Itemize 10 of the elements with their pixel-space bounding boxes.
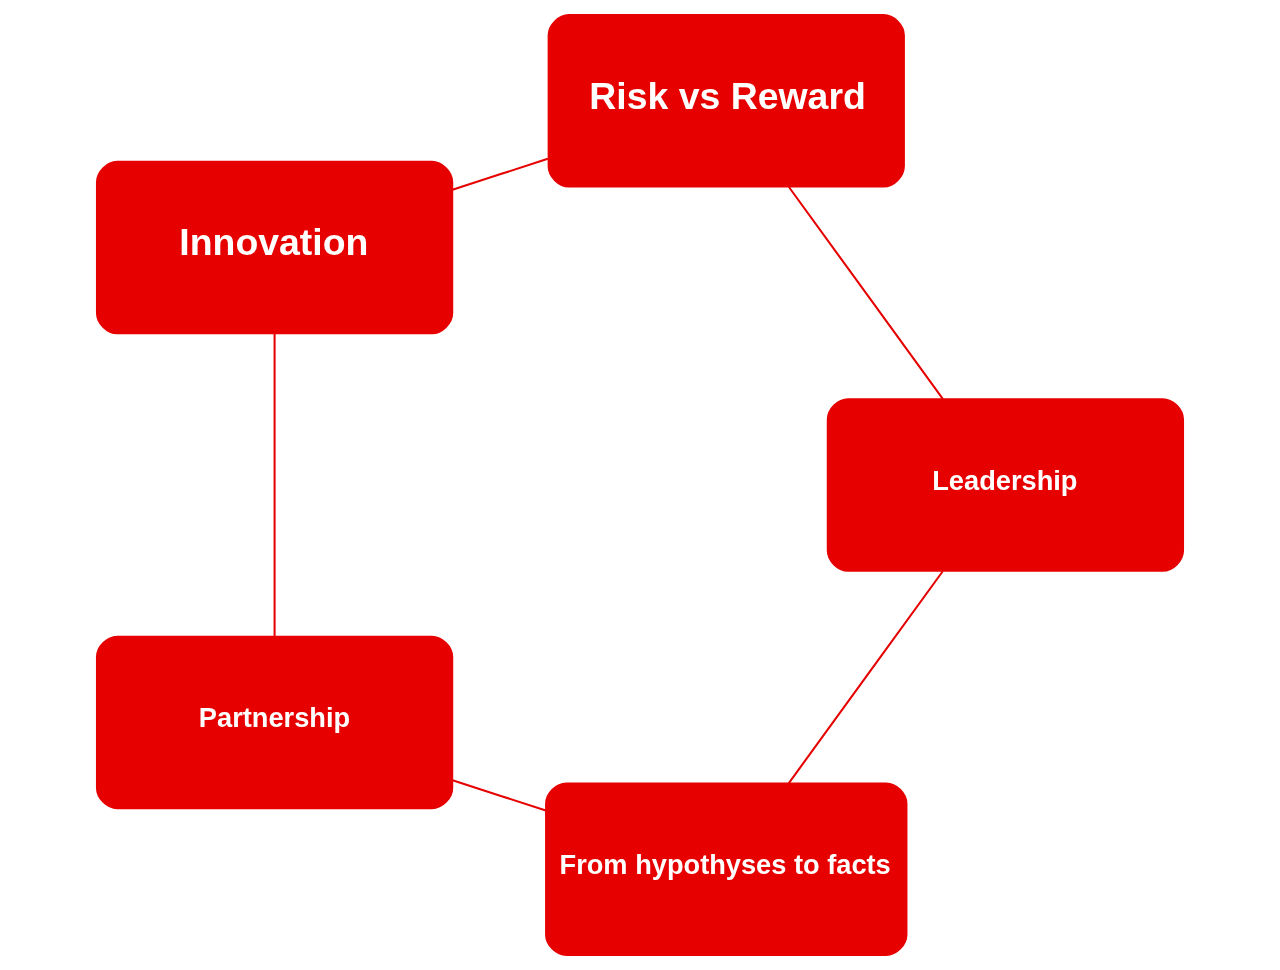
connector: [452, 779, 547, 812]
node-box: From hypothyses to facts: [545, 782, 908, 956]
node-box: Risk vs Reward: [547, 14, 905, 188]
connector: [788, 186, 944, 400]
connector: [273, 333, 276, 637]
connector: [787, 570, 944, 784]
connector: [452, 157, 549, 191]
node-box: Leadership: [826, 398, 1185, 572]
node-box: Innovation: [95, 160, 454, 335]
node-box: Partnership: [95, 635, 454, 810]
